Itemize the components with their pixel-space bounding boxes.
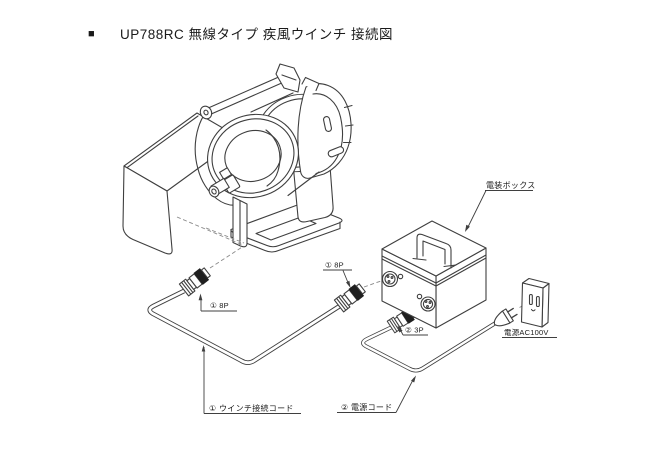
title-bullet-icon: ■ [88, 28, 95, 40]
winch-cable-core [148, 289, 340, 365]
receptacle-3p-pin1 [424, 300, 428, 303]
motor-box-top-chamfer [125, 115, 199, 169]
arrow-3p [397, 325, 403, 333]
tie-bar-eye [199, 105, 213, 120]
tie-bar-clevis-line [281, 74, 297, 81]
winch-illustration [122, 63, 354, 255]
plug-dash-box [363, 280, 382, 288]
drum-opening [224, 130, 282, 182]
receptacle-3p-pin3 [426, 305, 429, 308]
receptacle-8p-pin1 [386, 275, 390, 278]
label-3p: ② 3P [405, 326, 424, 335]
receptacle-8p-pin2 [390, 276, 394, 279]
plug-face-line [501, 310, 511, 324]
tie-bar-eye-bolt [203, 109, 209, 116]
support-band [194, 111, 238, 206]
tie-bar [205, 75, 285, 116]
leader-electrical-box [466, 190, 533, 230]
arrow-electrical-box [465, 224, 470, 232]
drum-interior-arc [265, 129, 281, 187]
leader-arrowheads [198, 224, 470, 383]
motor-cap-ribs [342, 104, 354, 144]
label-winch-cord: ① ウインチ接続コード [209, 403, 294, 413]
box-handle-inner [422, 240, 446, 265]
port-stub [219, 167, 232, 180]
hidden-edge-dash-2 [205, 227, 245, 244]
receptacle-3p-inner [422, 298, 434, 310]
label-8p-winch: ① 8P [210, 301, 229, 310]
outlet-ground-hole [530, 308, 536, 312]
page-title: UP788RC 無線タイプ 疾風ウインチ 接続図 [120, 26, 393, 42]
box-lid-seam-right [435, 254, 487, 287]
connector-8p-winch-side [178, 265, 213, 297]
leader-power-cord [337, 377, 415, 413]
outlet-front-face [520, 282, 544, 328]
drum-bottom-line [287, 171, 320, 197]
outlet-slot-right [535, 295, 540, 308]
label-power-cord: ② 電源コード [341, 403, 393, 412]
label-electrical-box: 電装ボックス [486, 180, 536, 190]
box-top-face [381, 220, 487, 277]
cables [147, 288, 500, 373]
winch-base-inner [255, 216, 317, 241]
power-plug [493, 307, 518, 327]
tie-bar-clevis [275, 63, 301, 93]
receptacle-8p-inner [384, 273, 396, 285]
port-cap-center [211, 188, 217, 195]
box-lid-seam-front [381, 255, 437, 287]
arrow-power-cord [411, 375, 416, 383]
plug-dash-winch [209, 246, 244, 269]
drum-top-line [250, 92, 294, 113]
receptacle-8p-screw [397, 273, 404, 280]
motor-cap-slot-horizontal [327, 146, 345, 158]
label-8p-box: ① 8P [325, 261, 344, 270]
motor-cap-slot-vertical [323, 116, 332, 132]
plug-dash-outlet [519, 303, 528, 308]
receptacle-3p-pin2 [428, 301, 432, 304]
arrow-winch-cord [201, 345, 206, 352]
wall-outlet [520, 277, 550, 328]
power-cable-core [361, 320, 499, 372]
electrical-box [381, 220, 487, 329]
receptacle-3p-screw [416, 293, 423, 300]
port-cap [208, 185, 220, 198]
dashed-guide-lines [176, 216, 528, 312]
hidden-edge-dash-1 [176, 216, 244, 246]
label-power-source: 電源AC100V [504, 328, 549, 337]
motor-cap-inner-line [312, 93, 344, 175]
leader-lines [200, 190, 557, 414]
leader-winch-cord [203, 347, 301, 414]
outlet-slot-left [528, 293, 533, 306]
box-handle-feet [412, 257, 457, 268]
arrow-8p-box [346, 280, 351, 288]
motor-cap [297, 83, 352, 179]
motor-cap-tab [301, 76, 320, 92]
box-handle-outer [416, 233, 452, 269]
plug-prongs [507, 307, 518, 319]
arrow-8p-winch [198, 293, 203, 301]
motor-box-front-face [122, 165, 173, 255]
winch-base-edge [230, 221, 341, 253]
receptacle-8p-pin3 [387, 280, 391, 283]
